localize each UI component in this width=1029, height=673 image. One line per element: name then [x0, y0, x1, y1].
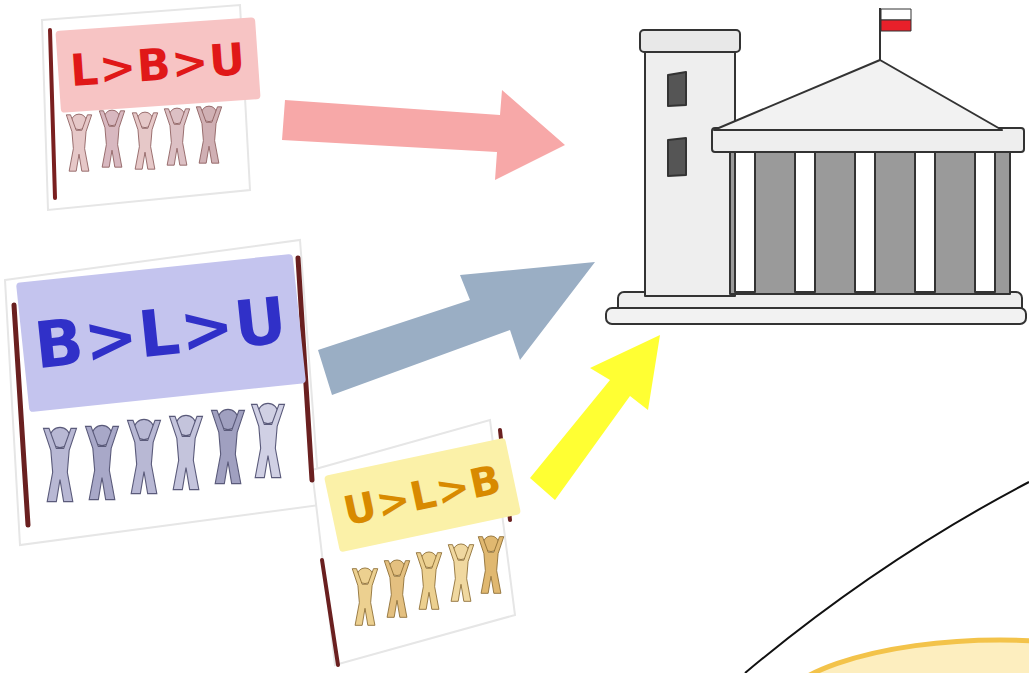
parliament-building	[606, 8, 1026, 324]
banner-slogan: U>L>B	[340, 459, 505, 531]
protest-banner: L>B>U	[55, 17, 260, 113]
banner-slogan: L>B>U	[69, 37, 248, 93]
protest-banner: U>L>B	[324, 438, 521, 553]
corner-circle	[770, 640, 1029, 673]
protest-banner: B>L>U	[16, 254, 306, 412]
arrow-blue	[318, 262, 595, 395]
arrow-pink	[282, 90, 565, 180]
crowd-red	[66, 106, 221, 171]
crowd-yellow	[352, 536, 504, 625]
banner-slogan: B>L>U	[31, 288, 290, 378]
crowd-blue	[44, 403, 285, 501]
arrow-yellow	[530, 335, 660, 500]
